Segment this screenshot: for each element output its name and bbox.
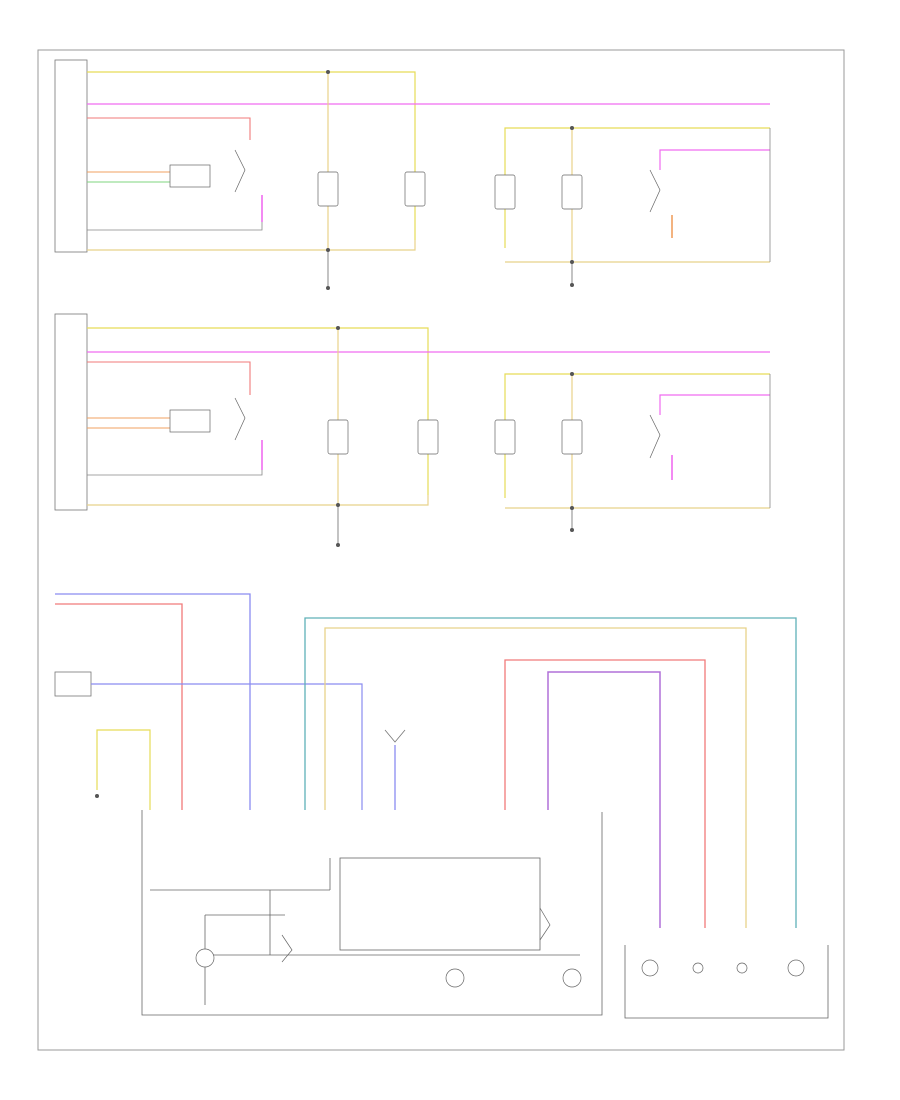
- yellow-wire-top: [87, 71, 416, 240]
- right-rear-door-section: [494, 372, 771, 532]
- left-rear-door-section: [494, 126, 771, 287]
- lock-switch-box: [169, 164, 211, 188]
- right-front-door-module-box: [54, 313, 88, 511]
- courtesy-lamp-rr: [494, 419, 516, 455]
- ground-icon: [326, 286, 330, 290]
- left-front-door-module-box: [54, 59, 88, 253]
- left-rear-overhead-assembly-outline: [624, 945, 829, 1019]
- yellow-wire-lr: [504, 127, 770, 248]
- right-front-door-section: [54, 313, 770, 547]
- overhead-inner-box: [339, 857, 541, 951]
- courtesy-lamp-rf: [327, 419, 349, 455]
- red-rear-wire: [504, 659, 706, 928]
- map-switch-right: [539, 907, 551, 941]
- splice: [570, 372, 574, 376]
- door-lamp-lf: [404, 171, 426, 207]
- rear-lamp-1-icon: [641, 959, 659, 977]
- gray-wire-lf: [87, 200, 263, 231]
- overhead-lamps-section: [54, 593, 829, 1019]
- teal-rear-wire: [304, 617, 797, 928]
- switch-contact: [649, 414, 661, 459]
- map-switch-left: [281, 934, 293, 963]
- lock-switch-box: [169, 409, 211, 433]
- rear-lamp-4-icon: [787, 959, 805, 977]
- ground-icon: [570, 283, 574, 287]
- blue-dim-wire: [91, 683, 363, 810]
- yellow-wire-rf: [87, 327, 429, 495]
- door-lamp-rr: [561, 419, 583, 455]
- ground-icon: [336, 543, 340, 547]
- pink-wire-lr: [659, 149, 770, 170]
- yellow-wire-rr: [504, 373, 770, 498]
- splice: [570, 126, 574, 130]
- courtesy-lamp-lr: [494, 174, 516, 210]
- dome-lamp-icon: [445, 968, 465, 988]
- red-wire-lf: [87, 117, 251, 140]
- red-wire-rf: [87, 361, 251, 395]
- ground-icon: [95, 794, 99, 798]
- connector-icon: [384, 729, 406, 743]
- switch-contact: [234, 149, 246, 193]
- tan-wire-bottom: [87, 240, 416, 251]
- purple-rear-wire: [547, 671, 661, 928]
- door-lamp-lr: [561, 174, 583, 210]
- splice: [326, 70, 330, 74]
- red-feed-wire: [55, 603, 183, 810]
- switch-contact: [649, 169, 661, 213]
- pink-wire-rr: [659, 394, 770, 415]
- left-front-door-section: [54, 59, 770, 290]
- ground-icon: [570, 528, 574, 532]
- diagram-frame: [37, 49, 845, 1051]
- auto-dim-switch-box: [54, 671, 92, 697]
- gray-wire-rf: [87, 445, 263, 476]
- tan-rear-wire: [324, 627, 747, 928]
- rear-lamp-2-icon: [692, 962, 704, 974]
- yellow-roof-wire: [96, 729, 151, 810]
- blue-feed-wire: [55, 593, 251, 810]
- front-overhead-assembly-outline: [141, 810, 603, 1016]
- map-lamp-right-icon: [562, 968, 582, 988]
- courtesy-lamp-lf: [317, 171, 339, 207]
- door-lamp-rf: [417, 419, 439, 455]
- splice: [336, 326, 340, 330]
- switch-contact: [234, 397, 246, 441]
- rear-lamp-3-icon: [736, 962, 748, 974]
- tan-wire-rf: [87, 495, 429, 506]
- map-lamp-left-icon: [195, 948, 215, 968]
